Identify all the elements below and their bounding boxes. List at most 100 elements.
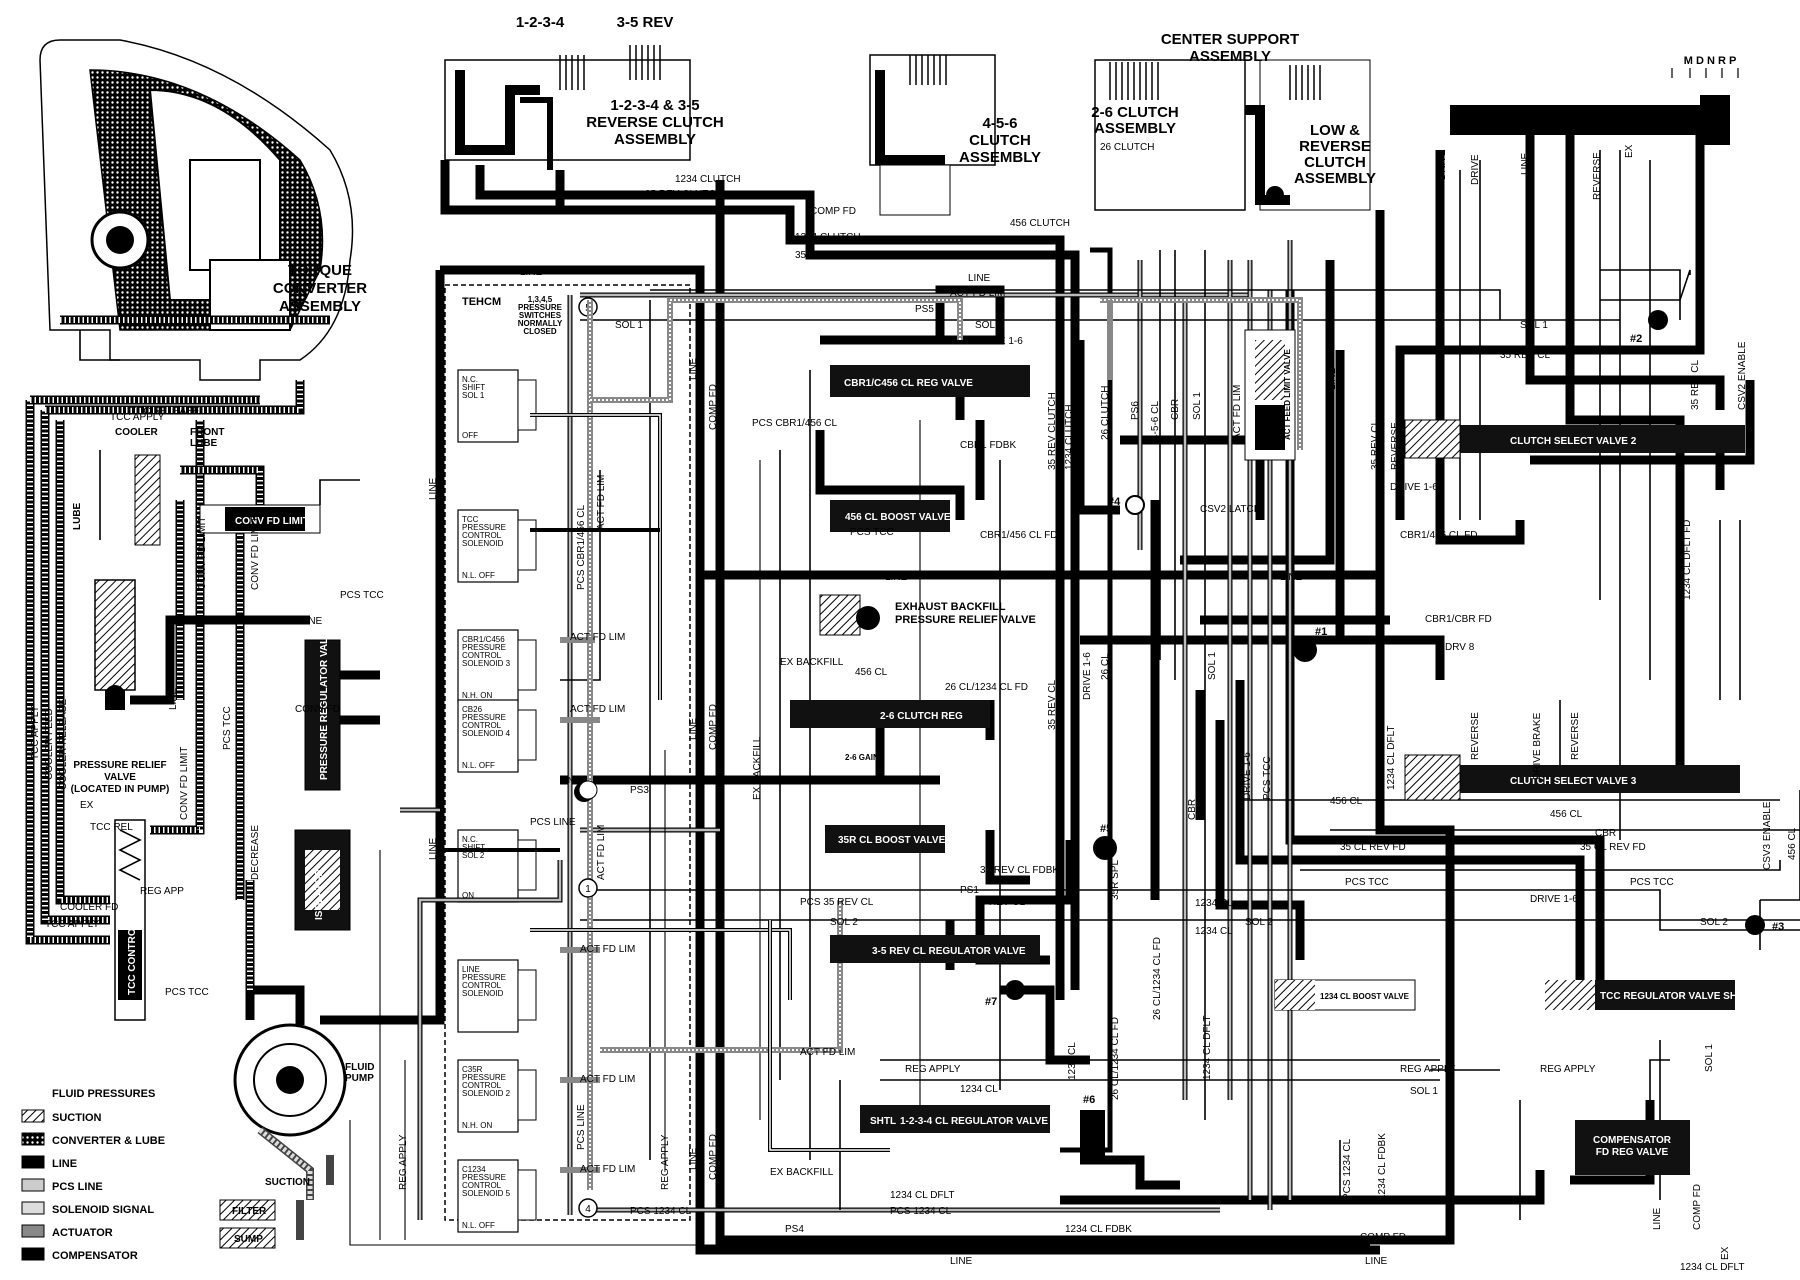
vlabel-ex-bf: EX BACKFILL (752, 736, 763, 800)
passage-sol1-mid: SOL 1 (975, 320, 1003, 331)
passage-comp-fd-c: COMP FD (1360, 1232, 1406, 1243)
legend-label-compensator: COMPENSATOR (52, 1250, 138, 1262)
vlabel-pcs-cbr1: PCS CBR1/456 CL (576, 505, 587, 590)
passage-35rev-clutch: 35 REV CLUTCH (645, 189, 723, 200)
passage-act-fd-lim-top: ACT FD LIM (950, 288, 1005, 299)
passage-pcs-tcc-5: PCS TCC (165, 987, 209, 998)
legend-title: FLUID PRESSURES (52, 1088, 155, 1100)
passage-drive16-top: DRIVE 1-6 (975, 336, 1023, 347)
tehcm-panel (444, 284, 691, 1221)
passage-drive16-c: DRIVE 1-6 (1530, 894, 1578, 905)
vlabel-26-cl: 26 CL (1100, 653, 1111, 680)
pressure-regulator-valve (294, 639, 380, 931)
vlabel-csv3-enable: CSV3 ENABLE (1762, 801, 1773, 870)
vlabel-drive: DRIVE (1437, 149, 1448, 180)
clutch-35rev-title: 3-5 REV (617, 14, 674, 31)
clutch-456-assembly (869, 54, 996, 216)
vlabel-line-mid-3: LINE (688, 1147, 699, 1170)
reg-1234-valve-label: 1-2-3-4 CL REGULATOR VALVE (900, 1116, 1048, 1127)
passage-35-rev-cl-fdbk: 35 REV CL FDBK (980, 865, 1059, 876)
solenoid-4-state: N.L. OFF (462, 761, 495, 770)
vlabel-act-fd-lim-3: ACT FD LIM (1232, 385, 1243, 440)
vlabel-conv-fd-limit-3: CONV FD LIMIT (250, 517, 261, 590)
vlabel-tcc-apply: TCC APPLY (30, 705, 41, 760)
pressure-relief-valve (94, 579, 310, 710)
check-ball-3: #3 (1772, 921, 1784, 933)
legend-swatch-compensator (21, 1247, 45, 1261)
vlabel-35-rev-cl-b: 35 REV CL (1047, 680, 1058, 730)
passage-456-cl-c: 456 CL (1550, 809, 1583, 820)
vlabel-pcs-1234-cl: PCS 1234 CL (1342, 1138, 1353, 1200)
passage-pcs-tcc-1: PCS TCC (850, 527, 894, 538)
pressure-switch-4-label: 4 (585, 1204, 591, 1215)
tcc-control-valve-label: TCC CONTROL VALVE (127, 887, 138, 995)
check-ball-6: #6 (1083, 1094, 1095, 1106)
vlabel-line-tehcm: LINE (428, 477, 439, 500)
vlabel-cbr: CBR (1170, 399, 1181, 420)
vlabel-pcs-tcc-v: PCS TCC (1262, 756, 1273, 800)
act-feed-limit-label: ACT FEED LIMIT VALVE (1283, 349, 1292, 440)
passage-sol1-lower: SOL 1 (1410, 1086, 1438, 1097)
vlabel-drive16-v: DRIVE 1-6 (1082, 652, 1093, 700)
lube-label: LUBE (72, 502, 83, 530)
passage-cbr: CBR (1595, 828, 1616, 839)
vlabel-reg-apply: REG APPLY (398, 1134, 409, 1190)
check-ball-1: #1 (1315, 626, 1327, 638)
gear-selector-label: M D N R P (1684, 55, 1737, 67)
passage-pcs-tcc-2: PCS TCC (340, 590, 384, 601)
passage-456-cl-b: 456 CL (1330, 796, 1363, 807)
vlabel-line-manual: LINE (1520, 152, 1531, 175)
passage-line-5: LINE (300, 616, 323, 627)
pressure-switch-4 (578, 1198, 598, 1218)
suction-label: SUCTION (265, 1177, 310, 1188)
passage-csv2-latch: CSV2 LATCH (1200, 504, 1261, 515)
vlabel-line-r: LINE (1327, 367, 1338, 390)
csv3-label: CLUTCH SELECT VALVE 3 (1510, 776, 1637, 787)
passage-ps5: PS5 (915, 304, 934, 315)
legend-label-pcsline: PCS LINE (52, 1181, 103, 1193)
vlabel-4-5-6-cl: 4-5-6 CL (1150, 401, 1161, 440)
passage-conv-fd: CONV FD (295, 704, 340, 715)
vlabel-1234-cl-fdbk: 1234 CL FDBK (1377, 1133, 1388, 1200)
reg-35rev-valve-label: 3-5 REV CL REGULATOR VALVE (872, 946, 1026, 957)
tcc-reg-valve-label: TCC REGULATOR VALVE SHTL (1600, 991, 1749, 1002)
passage-line-3: LINE (885, 572, 908, 583)
clutch-1234-35rev-assembly (440, 45, 750, 215)
passage-comp-feed: COMP FEED (600, 206, 659, 217)
vlabel-cbr-2: CBR (1187, 799, 1198, 820)
passage-ps4: PS4 (785, 1224, 804, 1235)
solenoid-2-state: N.L. OFF (462, 571, 495, 580)
passage-1234-cl-fdbk: 1234 CL FDBK (1065, 1224, 1132, 1235)
vlabel-act-fd-lim-2: ACT FD LIM (596, 825, 607, 880)
passage-35rev-clutch-2: 35 REV CLUTCH (795, 250, 873, 261)
vlabel-cooler-release: COOLER RELEASE (58, 699, 69, 790)
vlabel-drive-2: DRIVE (1470, 154, 1481, 185)
passage-pcs-cbr1: PCS CBR1/456 CL (752, 418, 837, 429)
valve-bodies (574, 310, 1765, 1175)
cooler-hatch (134, 454, 161, 546)
csv2-label: CLUTCH SELECT VALVE 2 (1510, 436, 1637, 447)
vlabel-line-left: LINE (168, 687, 179, 710)
passage-ps1: PS1 (960, 885, 979, 896)
fluid-pump (233, 880, 347, 1240)
pressure-regulator-label: PRESSURE REGULATOR VALVE (319, 625, 330, 780)
passage-reg-apply: REG APPLY (905, 1064, 961, 1075)
vlabel-conv-fd-limit: CONV FD LIMIT (179, 747, 190, 820)
conv-fd-limit-label: CONV FD LIMIT (235, 516, 309, 527)
gain-26-label: 2-6 GAIN (845, 753, 879, 762)
passage-1234-clutch: 1234 CLUTCH (675, 174, 741, 185)
vlabel-drive-brake: DRIVE BRAKE (1532, 712, 1543, 780)
vlabel-line-tehcm-2: LINE (428, 837, 439, 860)
passage-cbr1-456-fd-2: CBR1/456 CL FD (1400, 530, 1477, 541)
vlabel-reverse-3: REVERSE (1570, 712, 1581, 760)
passage-ex-backfill-2: EX BACKFILL (770, 1167, 834, 1178)
passage-act-fd-lim-3: ACT FD LIM (580, 944, 635, 955)
vlabel-comp-fd-2: COMP FD (708, 704, 719, 750)
